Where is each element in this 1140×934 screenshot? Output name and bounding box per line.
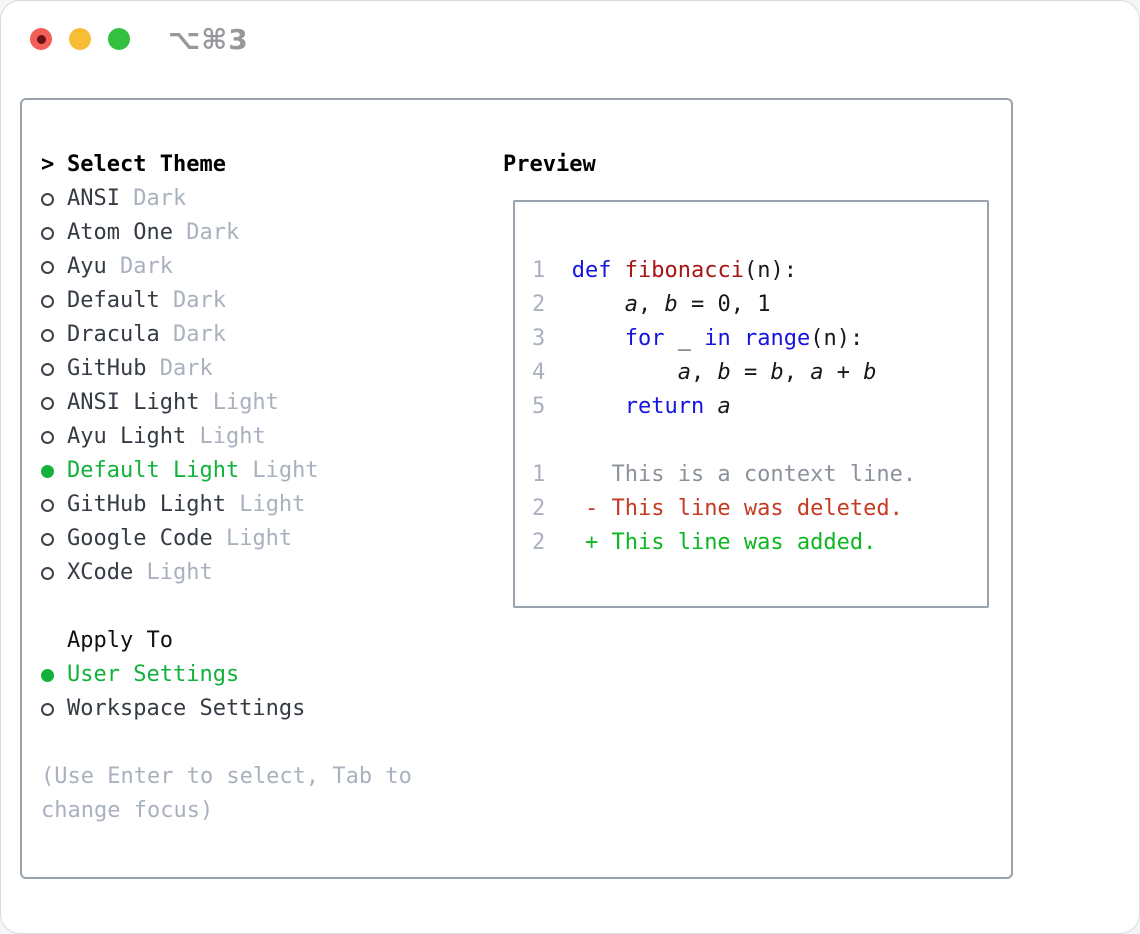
radio-selected-icon (41, 668, 54, 682)
theme-variant-tag: Light (199, 390, 279, 415)
preview-box: 1 def fibonacci(n): 2 a, b = 0, 1 3 for _ … (513, 200, 989, 608)
theme-option[interactable]: Ayu Dark (41, 250, 503, 284)
theme-name: ANSI Light (67, 390, 200, 415)
radio-unselected-icon (41, 396, 54, 410)
radio-unselected-icon (41, 328, 54, 342)
theme-name: Default Light (67, 458, 240, 483)
apply-to-option[interactable]: User Settings (41, 658, 503, 692)
apply-to-title: Apply To (67, 628, 173, 653)
theme-variant-tag: Light (212, 526, 293, 551)
theme-name: Default (67, 288, 160, 313)
theme-name: Atom One (67, 220, 173, 245)
radio-unselected-icon (41, 294, 54, 308)
close-button[interactable] (30, 28, 52, 50)
theme-name: GitHub Light (67, 492, 226, 517)
theme-option[interactable]: GitHub Light Light (41, 488, 503, 522)
radio-unselected-icon (41, 226, 54, 240)
radio-unselected-icon (41, 362, 54, 376)
radio-unselected-icon (41, 566, 54, 580)
code-line: 1 This is a context line. (532, 462, 917, 487)
theme-variant-tag: Dark (119, 186, 187, 211)
apply-to-label: User Settings (67, 662, 240, 687)
theme-option[interactable]: ANSI Light Light (41, 386, 503, 420)
spacer (41, 590, 503, 624)
apply-to-label: Workspace Settings (67, 696, 306, 721)
theme-variant-tag: Dark (146, 356, 213, 381)
radio-unselected-icon (41, 532, 54, 546)
theme-option[interactable]: Default Light Light (41, 454, 503, 488)
theme-option[interactable]: Ayu Light Light (41, 420, 503, 454)
theme-name: ANSI (67, 186, 120, 211)
code-line: 2 - This line was deleted. (532, 496, 903, 521)
keyboard-hint: (Use Enter to select, Tab to change focu… (41, 764, 412, 823)
theme-option[interactable]: ANSI Dark (41, 182, 503, 216)
theme-option[interactable]: Atom One Dark (41, 216, 503, 250)
blank-line (532, 424, 973, 458)
zoom-button[interactable] (108, 28, 130, 50)
radio-unselected-icon (41, 702, 54, 716)
spacer (41, 726, 503, 760)
theme-name: XCode (67, 560, 134, 585)
theme-option[interactable]: Google Code Light (41, 522, 503, 556)
radio-unselected-icon (41, 498, 54, 512)
code-line: 1 def fibonacci(n): (532, 258, 797, 283)
theme-variant-tag: Dark (159, 288, 226, 313)
theme-name: Ayu Light (67, 424, 187, 449)
code-line: 3 for _ in range(n): (532, 326, 864, 351)
radio-unselected-icon (41, 192, 54, 206)
cursor-caret-icon: > (41, 152, 55, 177)
traffic-lights (30, 28, 130, 50)
radio-selected-icon (41, 464, 54, 478)
code-line: 2 + This line was added. (532, 530, 877, 555)
theme-variant-tag: Light (225, 492, 306, 517)
window-title: ⌥⌘3 (168, 22, 249, 56)
code-line: 2 a, b = 0, 1 (532, 292, 771, 317)
theme-name: Google Code (67, 526, 213, 551)
theme-variant-tag: Light (133, 560, 213, 585)
minimize-button[interactable] (69, 28, 91, 50)
select-theme-title: Select Theme (67, 152, 226, 177)
theme-name: Ayu (67, 254, 107, 279)
theme-variant-tag: Dark (172, 220, 240, 245)
title-bar: ⌥⌘3 (1, 1, 1139, 77)
theme-option[interactable]: Dracula Dark (41, 318, 503, 352)
select-theme-header: > Select Theme (41, 148, 503, 182)
radio-unselected-icon (41, 430, 54, 444)
apply-to-header: Apply To (41, 624, 503, 658)
theme-option[interactable]: XCode Light (41, 556, 503, 590)
theme-option[interactable]: Default Dark (41, 284, 503, 318)
theme-variant-tag: Dark (159, 322, 226, 347)
preview-column: Preview 1 def fibonacci(n): 2 a, b = 0, 1… (503, 148, 993, 877)
theme-variant-tag: Light (186, 424, 266, 449)
preview-title: Preview (503, 152, 596, 177)
theme-name: Dracula (67, 322, 160, 347)
theme-name: GitHub (67, 356, 147, 381)
theme-variant-tag: Dark (106, 254, 173, 279)
radio-unselected-icon (41, 260, 54, 274)
apply-to-option[interactable]: Workspace Settings (41, 692, 503, 726)
code-line: 5 return a (532, 394, 731, 419)
theme-variant-tag: Light (239, 458, 319, 483)
code-line: 4 a, b = b, a + b (532, 360, 877, 385)
theme-option[interactable]: GitHub Dark (41, 352, 503, 386)
